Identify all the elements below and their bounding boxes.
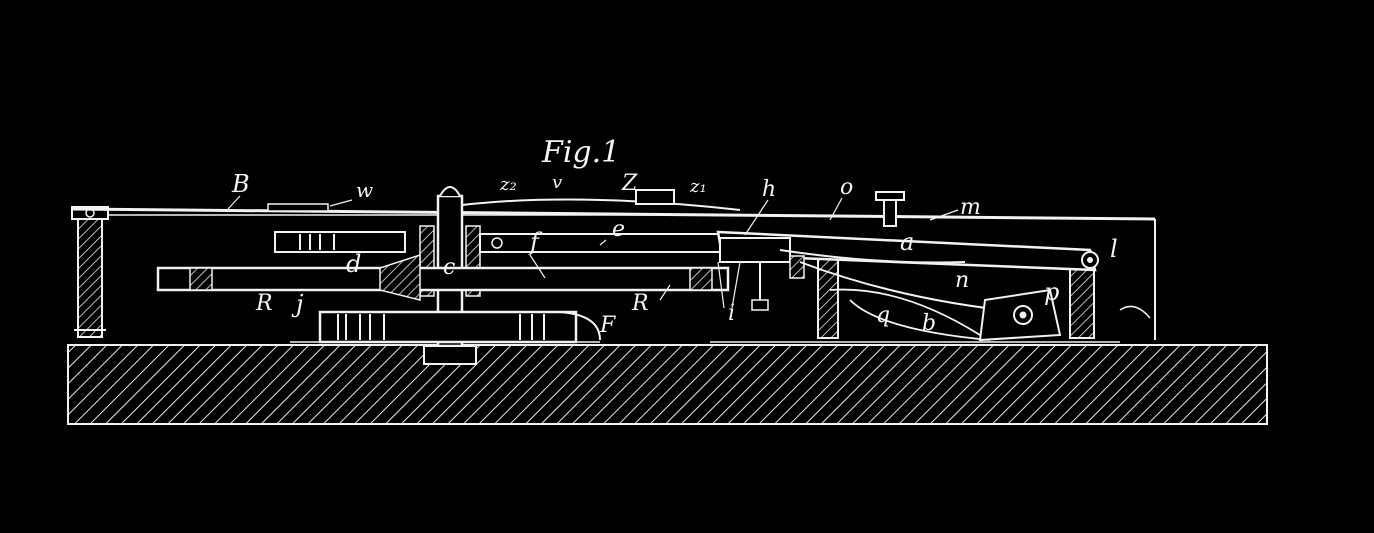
label-n: n	[955, 268, 969, 293]
label-v: v	[552, 172, 562, 193]
upper-disk	[274, 231, 721, 253]
label-i: i	[728, 301, 735, 326]
label-o: o	[840, 175, 853, 200]
figure-title: Fig.1	[541, 135, 620, 170]
lower-gear	[318, 310, 601, 344]
label-m: m	[960, 195, 981, 220]
label-p: p	[1044, 278, 1059, 306]
label-R-right: R	[631, 291, 649, 316]
cover-plate	[71, 189, 1156, 221]
label-d: d	[346, 250, 361, 278]
label-l: l	[1110, 235, 1118, 263]
base-plate	[67, 344, 1268, 425]
label-h: h	[762, 177, 776, 202]
linkage	[751, 249, 1062, 342]
label-B: B	[231, 170, 250, 198]
label-z2: z₂	[499, 174, 517, 195]
left-wall	[71, 206, 109, 338]
label-q: q	[876, 303, 890, 328]
label-R-left: R	[255, 291, 273, 316]
knob-o	[875, 191, 905, 227]
leader-lines	[227, 195, 959, 309]
label-w: w	[356, 178, 373, 202]
label-Z: Z	[621, 171, 638, 196]
label-a: a	[900, 228, 914, 256]
label-F: F	[599, 313, 616, 338]
label-e: e	[612, 217, 625, 242]
label-z1: z₁	[689, 176, 707, 197]
label-c: c	[443, 255, 455, 280]
lever-a	[716, 230, 1099, 279]
label-b: b	[922, 311, 936, 336]
ring-R	[156, 253, 730, 301]
